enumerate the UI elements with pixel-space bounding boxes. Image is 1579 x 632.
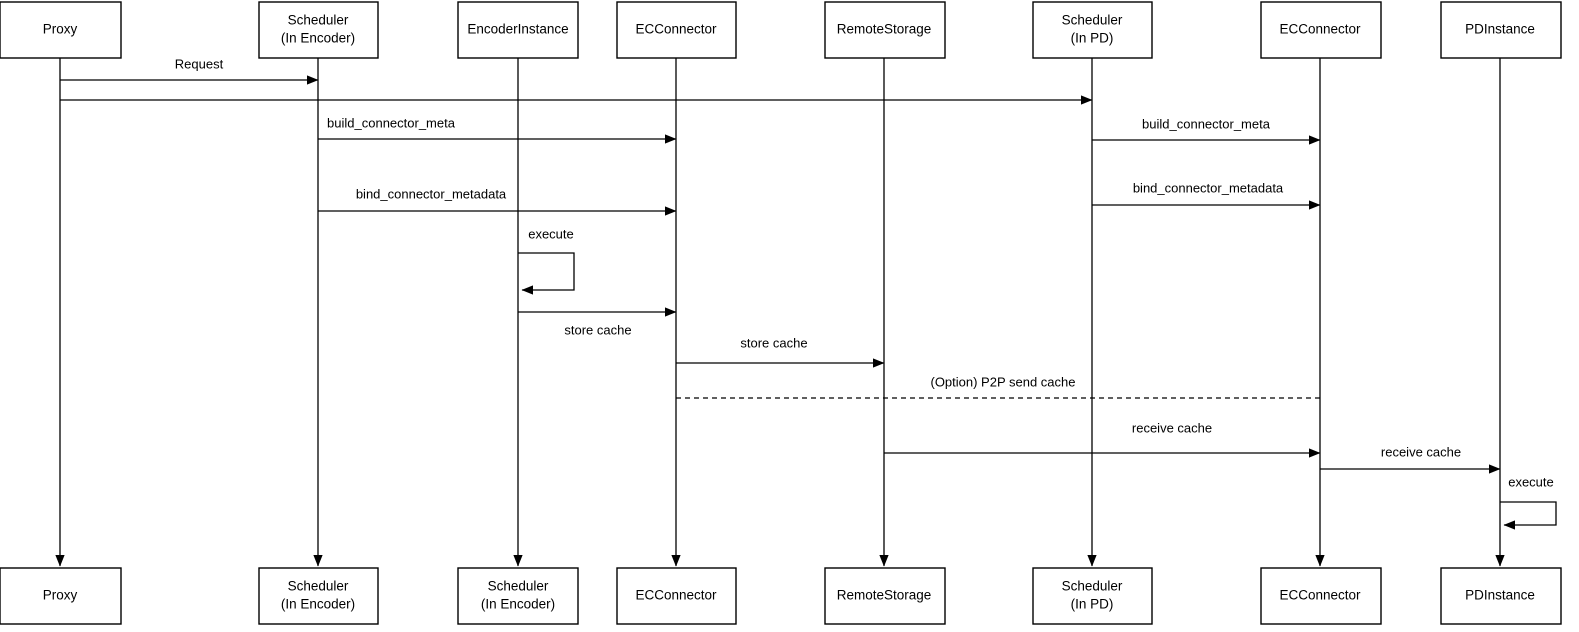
participant-header-label-line2: (In PD) — [1071, 31, 1114, 46]
message-label-m8: store cache — [740, 335, 807, 350]
message-m3[interactable]: build_connector_meta — [318, 115, 677, 144]
message-m9[interactable]: (Option) P2P send cache — [676, 374, 1320, 399]
message-m4[interactable]: build_connector_meta — [1092, 116, 1321, 145]
participant-footer-proxy[interactable]: Proxy — [0, 567, 122, 625]
message-label-m9: (Option) P2P send cache — [930, 374, 1075, 389]
message-label-m11: receive cache — [1381, 444, 1461, 459]
message-m11[interactable]: receive cache — [1320, 444, 1501, 474]
participant-headers-layer: Proxy Scheduler (In Encoder) EncoderInstanc… — [0, 1, 1562, 59]
participant-footers-layer: Proxy Scheduler (In Encoder) Scheduler (In E… — [0, 567, 1562, 625]
participant-footer-scheduler_pd[interactable]: Scheduler (In PD) — [1032, 567, 1153, 625]
self-call-path-s2 — [1500, 501, 1557, 530]
participant-header-label: Proxy — [43, 22, 78, 37]
participant-footer-label-line1: Scheduler — [288, 579, 349, 594]
participant-header-remote_storage[interactable]: RemoteStorage — [824, 1, 946, 59]
participant-header-label-line2: (In Encoder) — [281, 31, 355, 46]
self-call-label-s1: execute — [528, 226, 574, 241]
participant-header-ec_connector_a[interactable]: ECConnector — [616, 1, 737, 59]
message-m1[interactable]: Request — [60, 56, 319, 85]
message-label-m6: bind_connector_metadata — [1133, 180, 1284, 195]
message-m5[interactable]: bind_connector_metadata — [318, 186, 677, 216]
self-calls-layer: execute execute — [518, 226, 1557, 530]
participant-footer-label-line1: Scheduler — [1062, 579, 1123, 594]
participant-header-label-line1: Scheduler — [1062, 13, 1123, 28]
message-label-m3: build_connector_meta — [327, 115, 456, 130]
participant-header-proxy[interactable]: Proxy — [0, 1, 122, 59]
participant-footer-label-line2: (In Encoder) — [481, 597, 555, 612]
message-m6[interactable]: bind_connector_metadata — [1092, 180, 1321, 210]
self-call-s1[interactable]: execute — [518, 226, 575, 295]
participant-footer-label: Proxy — [43, 588, 78, 603]
participant-footer-scheduler_enc[interactable]: Scheduler (In Encoder) — [258, 567, 379, 625]
message-label-m4: build_connector_meta — [1142, 116, 1271, 131]
participant-footer-ec_connector_a[interactable]: ECConnector — [616, 567, 737, 625]
participant-header-label-line1: Scheduler — [288, 13, 349, 28]
participant-footer-label-line1: Scheduler — [488, 579, 549, 594]
participant-footer-label: PDInstance — [1465, 588, 1535, 603]
self-call-path-s1 — [518, 252, 575, 295]
lifelines-layer — [55, 58, 1505, 567]
participant-footer-ec_connector_b[interactable]: ECConnector — [1260, 567, 1382, 625]
participant-header-ec_connector_b[interactable]: ECConnector — [1260, 1, 1382, 59]
participant-footer-pd_instance[interactable]: PDInstance — [1440, 567, 1562, 625]
self-call-s2[interactable]: execute — [1500, 474, 1557, 530]
participant-header-scheduler_enc[interactable]: Scheduler (In Encoder) — [258, 1, 379, 59]
participant-header-label: ECConnector — [635, 22, 717, 37]
participant-footer-label-line2: (In PD) — [1071, 597, 1114, 612]
participant-footer-label: RemoteStorage — [837, 588, 932, 603]
message-m10[interactable]: receive cache — [884, 420, 1321, 458]
message-label-m5: bind_connector_metadata — [356, 186, 507, 201]
participant-footer-remote_storage[interactable]: RemoteStorage — [824, 567, 946, 625]
participant-header-encoder_inst[interactable]: EncoderInstance — [457, 1, 579, 59]
participant-header-label: ECConnector — [1279, 22, 1361, 37]
participant-header-label: PDInstance — [1465, 22, 1535, 37]
message-label-m7: store cache — [564, 322, 631, 337]
self-call-label-s2: execute — [1508, 474, 1554, 489]
participant-footer-label: ECConnector — [635, 588, 717, 603]
participant-footer-encoder_inst[interactable]: Scheduler (In Encoder) — [457, 567, 579, 625]
messages-layer: Request build_connector_meta build_connect… — [60, 56, 1501, 474]
participant-footer-label-line2: (In Encoder) — [281, 597, 355, 612]
message-label-m1: Request — [175, 56, 224, 71]
message-m7[interactable]: store cache — [518, 307, 677, 337]
participant-header-pd_instance[interactable]: PDInstance — [1440, 1, 1562, 59]
participant-header-label: EncoderInstance — [467, 22, 568, 37]
participant-header-scheduler_pd[interactable]: Scheduler (In PD) — [1032, 1, 1153, 59]
participant-header-label: RemoteStorage — [837, 22, 932, 37]
participant-footer-label: ECConnector — [1279, 588, 1361, 603]
message-label-m10: receive cache — [1132, 420, 1212, 435]
message-m8[interactable]: store cache — [676, 335, 885, 368]
